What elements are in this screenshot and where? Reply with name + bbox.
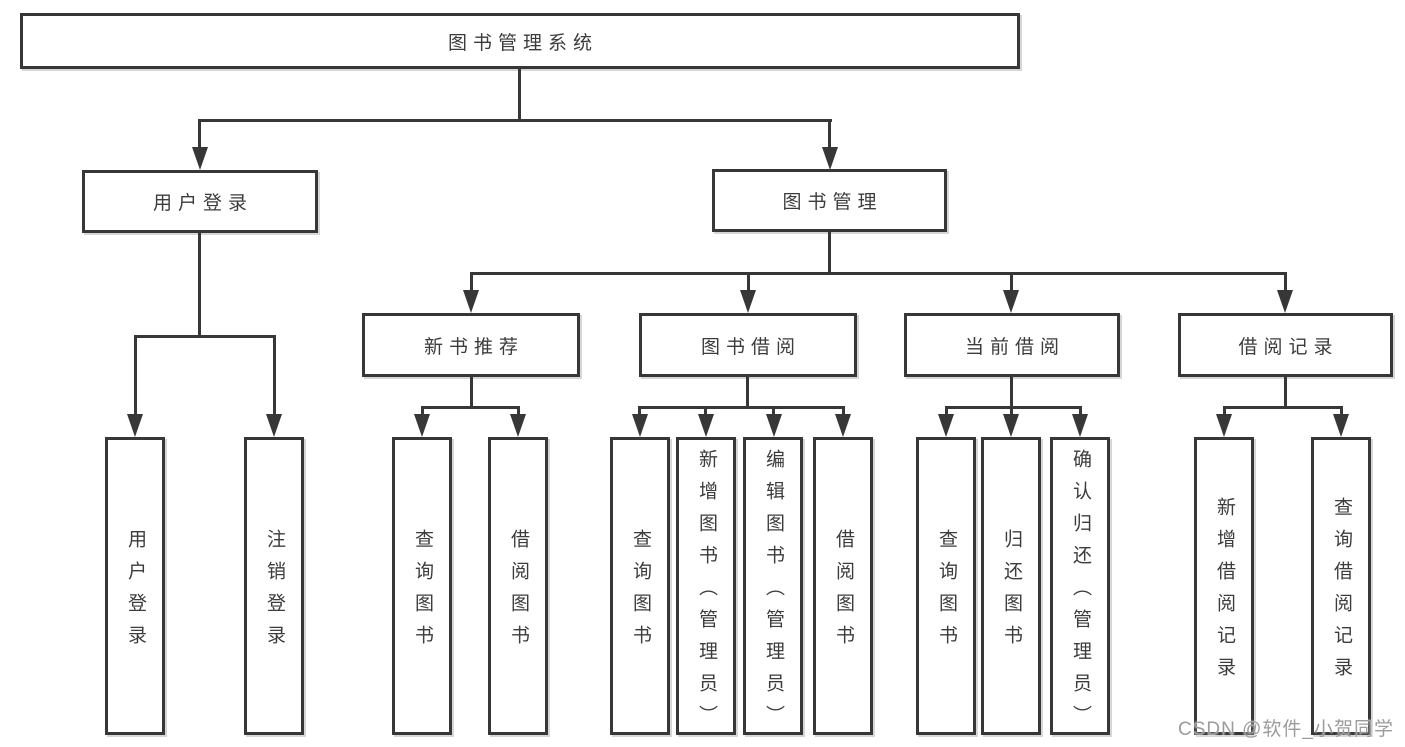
connector-stem (772, 406, 775, 417)
connector-stem (1340, 406, 1343, 417)
connector-stem-borrow-records (1284, 272, 1287, 293)
connector-user-login-horizontal (134, 335, 276, 338)
connector-current-borrow-horizontal (945, 406, 1082, 409)
arrow-down-icon (698, 414, 714, 437)
node-current-borrow: 当前借阅 (904, 313, 1120, 377)
arrow-down-icon (510, 414, 526, 437)
leaf-query-borrow-record-label: 查询借阅记录 (1330, 496, 1352, 689)
connector-borrow-records-horizontal (1223, 406, 1343, 409)
connector-stem-current-borrow (1010, 272, 1013, 293)
leaf-query-book-current: 查询图书 (916, 437, 976, 735)
arrow-down-icon (740, 290, 756, 313)
leaf-borrow-book-recommend: 借阅图书 (488, 437, 548, 735)
connector-book-borrow-vertical (746, 377, 749, 406)
leaf-query-book-borrow: 查询图书 (610, 437, 670, 735)
arrow-down-icon (414, 414, 430, 437)
node-borrow-records-label: 借阅记录 (1238, 336, 1339, 358)
node-book-management-label: 图书管理 (782, 192, 883, 213)
arrow-down-icon (1333, 414, 1349, 437)
connector-root-horizontal (198, 119, 832, 122)
connector-stem (517, 406, 520, 417)
leaf-edit-book-admin-label: 编辑图书（管理员） (762, 448, 784, 737)
connector-user-login-vertical (198, 233, 201, 335)
arrow-down-icon (1003, 290, 1019, 313)
leaf-borrow-book-borrow-label: 借阅图书 (832, 528, 854, 657)
connector-stem (1079, 406, 1082, 417)
leaf-return-book: 归还图书 (981, 437, 1041, 735)
leaf-query-book-recommend: 查询图书 (392, 437, 452, 735)
leaf-logout: 注销登录 (244, 437, 304, 735)
leaf-borrow-book-borrow: 借阅图书 (813, 437, 873, 735)
leaf-confirm-return-admin-label: 确认归还（管理员） (1069, 448, 1091, 737)
connector-current-borrow-vertical (1010, 377, 1013, 406)
leaf-add-borrow-record-label: 新增借阅记录 (1213, 496, 1235, 689)
leaf-logout-label: 注销登录 (263, 528, 285, 657)
connector-stem (1010, 406, 1013, 417)
connector-borrow-records-vertical (1284, 377, 1287, 406)
connector-new-book-horizontal (421, 406, 520, 409)
connector-stem (945, 406, 948, 417)
leaf-query-borrow-record: 查询借阅记录 (1311, 437, 1371, 735)
arrow-down-icon (632, 414, 648, 437)
arrow-down-icon (266, 414, 282, 437)
node-book-management: 图书管理 (712, 169, 947, 232)
node-book-borrow: 图书借阅 (639, 313, 857, 377)
arrow-down-icon (127, 414, 143, 437)
connector-new-book-vertical (470, 377, 473, 406)
node-root-label: 图书管理系统 (447, 32, 598, 54)
connector-stem-new-book-recommend (470, 272, 473, 293)
connector-stem (842, 406, 845, 417)
connector-stem-leaf-user-login (134, 335, 137, 415)
connector-book-management-vertical (828, 232, 831, 272)
leaf-user-login: 用户登录 (105, 437, 165, 735)
leaf-query-book-recommend-label: 查询图书 (411, 528, 433, 657)
connector-stem-leaf-logout (273, 335, 276, 415)
connector-stem-book-management (828, 119, 831, 151)
node-new-book-recommend-label: 新书推荐 (423, 336, 524, 358)
arrow-down-icon (822, 147, 838, 170)
leaf-borrow-book-recommend-label: 借阅图书 (507, 528, 529, 657)
arrow-down-icon (1216, 414, 1232, 437)
connector-book-management-horizontal (470, 272, 1287, 275)
connector-stem-user-login (198, 119, 201, 151)
leaf-return-book-label: 归还图书 (1000, 528, 1022, 657)
node-book-borrow-label: 图书借阅 (700, 336, 801, 358)
arrow-down-icon (835, 414, 851, 437)
connector-stem (638, 406, 641, 417)
node-current-borrow-label: 当前借阅 (964, 336, 1065, 358)
node-borrow-records: 借阅记录 (1178, 313, 1393, 377)
node-user-login-label: 用户登录 (152, 193, 253, 214)
connector-stem-book-borrow (747, 272, 750, 293)
arrow-down-icon (766, 414, 782, 437)
connector-stem (704, 406, 707, 417)
arrow-down-icon (1003, 414, 1019, 437)
leaf-query-book-borrow-label: 查询图书 (629, 528, 651, 657)
leaf-user-login-label: 用户登录 (124, 528, 146, 657)
connector-root-vertical (518, 69, 521, 119)
arrow-down-icon (938, 414, 954, 437)
connector-book-borrow-horizontal (638, 406, 845, 409)
arrow-down-icon (1072, 414, 1088, 437)
csdn-watermark: CSDN @软件_小贺同学 (1178, 719, 1394, 740)
connector-stem (1223, 406, 1226, 417)
node-new-book-recommend: 新书推荐 (362, 313, 580, 377)
node-root: 图书管理系统 (20, 13, 1020, 69)
arrow-down-icon (192, 147, 208, 170)
leaf-add-book-admin: 新增图书（管理员） (676, 437, 736, 737)
node-user-login: 用户登录 (82, 170, 318, 233)
leaf-confirm-return-admin: 确认归还（管理员） (1050, 437, 1110, 737)
leaf-add-book-admin-label: 新增图书（管理员） (695, 448, 717, 737)
leaf-edit-book-admin: 编辑图书（管理员） (743, 437, 803, 737)
leaf-query-book-current-label: 查询图书 (935, 528, 957, 657)
arrow-down-icon (1277, 290, 1293, 313)
connector-stem (421, 406, 424, 417)
leaf-add-borrow-record: 新增借阅记录 (1194, 437, 1254, 735)
arrow-down-icon (463, 290, 479, 313)
